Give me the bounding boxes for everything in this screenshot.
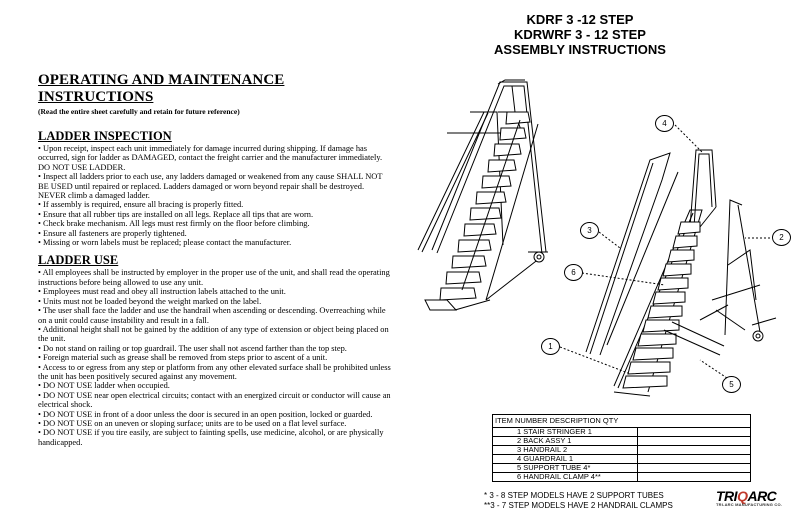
- use-item: • DO NOT USE in front of a door unless t…: [38, 409, 373, 419]
- use-item: • Foreign material such as grease shall …: [38, 353, 328, 363]
- part-empty-cell: [637, 463, 751, 473]
- inspection-item: • Ensure that all rubber tips are instal…: [38, 209, 314, 219]
- use-item: • The user shall face the ladder and use…: [38, 306, 386, 325]
- callout-4: 4: [655, 115, 674, 132]
- use-item: • Units must not be loaded beyond the we…: [38, 296, 262, 306]
- callout-leaders: [559, 124, 770, 379]
- instructions-title: OPERATING AND MAINTENANCE INSTRUCTIONS: [38, 72, 285, 105]
- stair-stringer-part: [613, 209, 703, 397]
- inspection-item: • Check brake mechanism. All legs must r…: [38, 219, 310, 229]
- support-tubes-part: [663, 304, 729, 356]
- footnote: **3 - 7 STEP MODELS HAVE 2 HANDRAIL CLAM…: [484, 500, 673, 510]
- part-empty-cell: [637, 436, 751, 446]
- document-title: KDRF 3 -12 STEP KDRWRF 3 - 12 STEP ASSEM…: [470, 12, 690, 57]
- ladder-assembly-diagram: [417, 79, 777, 397]
- back-assembly-part: [711, 199, 777, 342]
- tri-arc-logo: TRIQARC TRI-ARC MANUFACTURING CO.: [716, 488, 782, 507]
- inspection-item: • If assembly is required, ensure all br…: [38, 200, 244, 210]
- callout-2: 2: [772, 229, 791, 246]
- title-line-2: KDRWRF 3 - 12 STEP: [514, 27, 646, 42]
- parts-header-cell: ITEM NUMBER DESCRIPTION QTY: [492, 414, 751, 428]
- handrail-part: [585, 152, 679, 356]
- callout-4-label: 4: [662, 119, 667, 128]
- inspection-heading: LADDER INSPECTION: [38, 129, 172, 143]
- assembled-ladder-drawing: [417, 79, 548, 311]
- callout-2-label: 2: [779, 233, 784, 242]
- callout-6: 6: [564, 264, 583, 281]
- instructions-subtitle: (Read the entire sheet carefully and ret…: [38, 107, 240, 116]
- use-item: • Do not stand on railing or top guardra…: [38, 343, 347, 353]
- use-item: • DO NOT USE if you tire easily, are sub…: [38, 428, 384, 447]
- title-line-1: KDRF 3 -12 STEP: [526, 12, 634, 27]
- title-line-3: ASSEMBLY INSTRUCTIONS: [494, 42, 666, 57]
- logo-tri: TRI: [716, 488, 738, 504]
- use-heading: LADDER USE: [38, 253, 119, 268]
- use-item: • Additional height shall not be gained …: [38, 324, 389, 344]
- callout-5-label: 5: [729, 380, 734, 389]
- use-item: • DO NOT USE near open electrical circui…: [38, 390, 391, 410]
- logo-tagline: TRI-ARC MANUFACTURING CO.: [716, 502, 783, 507]
- logo-arc: ARC: [747, 488, 777, 504]
- inspection-item: • Missing or worn labels must be replace…: [38, 238, 292, 248]
- inspection-item: • Inspect all ladders prior to each use,…: [38, 172, 383, 201]
- ladder-steps: [439, 111, 531, 301]
- callout-5: 5: [722, 376, 741, 393]
- logo-wordmark: TRIQARC: [716, 488, 782, 504]
- instructions-column: OPERATING AND MAINTENANCE INSTRUCTIONS (…: [38, 72, 393, 447]
- exploded-steps: [622, 221, 701, 389]
- part-empty-cell: [637, 472, 751, 482]
- footnotes: * 3 - 8 STEP MODELS HAVE 2 SUPPORT TUBES…: [484, 491, 673, 510]
- parts-table-header: ITEM NUMBER DESCRIPTION QTY: [492, 414, 751, 428]
- callout-3: 3: [580, 222, 599, 239]
- inspection-list: • Upon receipt, inspect each unit immedi…: [38, 144, 393, 247]
- logo-q: Q: [737, 488, 748, 504]
- use-item: • All employees shall be instructed by e…: [38, 268, 390, 287]
- inspection-item: • Upon receipt, inspect each unit immedi…: [38, 144, 383, 172]
- parts-table: ITEM NUMBER DESCRIPTION QTY 1 STAIR STRI…: [492, 414, 751, 482]
- table-row: 6 HANDRAIL CLAMP 4**: [492, 472, 751, 482]
- callout-1: 1: [541, 338, 560, 355]
- inspection-item: • Ensure all fasteners are properly tigh…: [38, 228, 187, 238]
- part-row-cell: 6 HANDRAIL CLAMP 4**: [492, 472, 638, 482]
- use-item: • Access to or egress from any step or p…: [38, 362, 391, 381]
- guardrail-part: [689, 149, 717, 228]
- footnote: * 3 - 8 STEP MODELS HAVE 2 SUPPORT TUBES: [484, 491, 664, 500]
- callout-3-label: 3: [587, 226, 592, 235]
- callout-1-label: 1: [548, 342, 553, 351]
- use-list: • All employees shall be instructed by e…: [38, 268, 393, 447]
- part-empty-cell: [637, 445, 751, 455]
- callout-6-label: 6: [571, 268, 576, 277]
- part-empty-cell: [637, 454, 751, 464]
- use-item: • DO NOT USE on an uneven or sloping sur…: [38, 418, 347, 428]
- part-empty-cell: [637, 427, 751, 437]
- use-item: • Employees must read and obey all instr…: [38, 287, 286, 297]
- use-item: • DO NOT USE ladder when occupied.: [38, 381, 170, 391]
